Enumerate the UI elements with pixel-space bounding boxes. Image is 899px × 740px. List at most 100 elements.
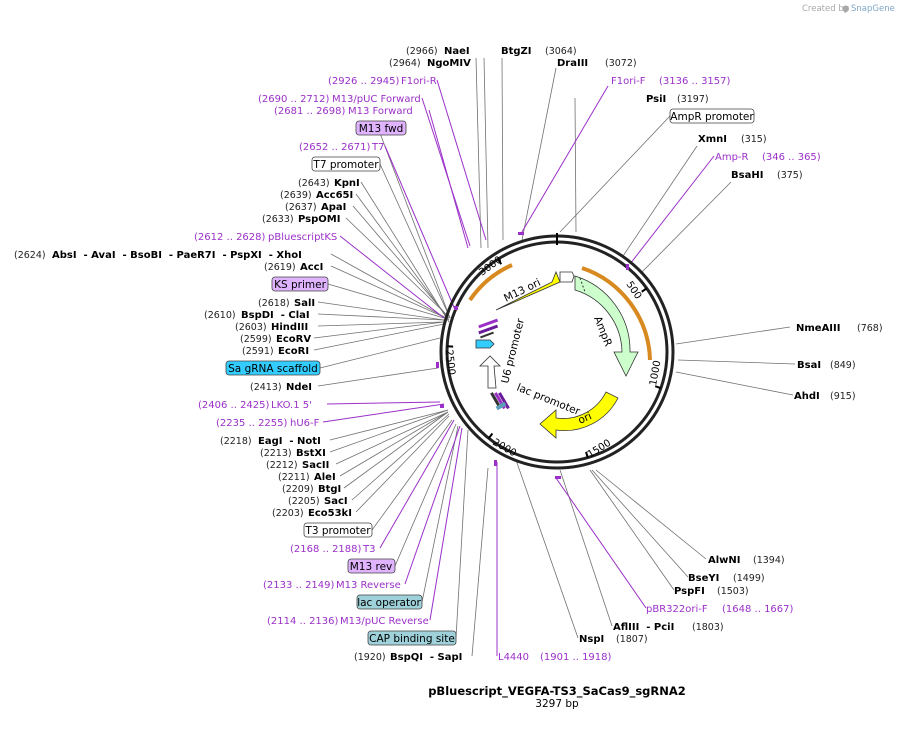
ecorv-pos: (2599) bbox=[240, 334, 272, 345]
watermark-prefix: Created by bbox=[802, 4, 849, 14]
ampr-promoter-box: AmpR promoter bbox=[670, 111, 754, 123]
alei-pos: (2211) bbox=[278, 472, 310, 483]
pspomi-name: PspOMI bbox=[298, 214, 340, 225]
eco53ki-name: Eco53kI bbox=[308, 508, 352, 519]
alwni-pos: (1394) bbox=[753, 555, 785, 566]
ori-label: ori bbox=[576, 410, 593, 427]
absi-group-pos: (2624) bbox=[14, 250, 46, 261]
hindiii-name: HindIII bbox=[271, 322, 308, 333]
t3-range: (2168 .. 2188) bbox=[290, 544, 362, 555]
bseyi-pos: (1499) bbox=[733, 573, 765, 584]
primer-connector-lines bbox=[322, 79, 715, 656]
psii-pos: (3197) bbox=[677, 94, 709, 105]
acc65i-pos: (2639) bbox=[280, 190, 312, 201]
enzyme-labels-left: (2643) KpnI (2639) Acc65I (2637) ApaI (2… bbox=[14, 178, 462, 663]
eco53ki-pos: (2203) bbox=[272, 508, 304, 519]
saci-name: SacI bbox=[324, 496, 348, 507]
nmeaiii-pos: (768) bbox=[857, 323, 883, 334]
tick-mark-2000 bbox=[487, 432, 494, 439]
ampr-label: AmpR bbox=[591, 315, 614, 349]
bseyi-name: BseYI bbox=[688, 573, 719, 584]
m13puc-fwd-range: (2690 .. 2712) bbox=[258, 94, 330, 105]
bspqi-name: BspQI - SapI bbox=[390, 652, 462, 663]
pspfi-name: PspFI bbox=[674, 586, 705, 597]
ring-marks bbox=[436, 232, 629, 479]
t3-promoter-box: T3 promoter bbox=[304, 525, 371, 537]
bsahi-name: BsaHI bbox=[731, 170, 763, 181]
ngomiv-pos: (2964) bbox=[389, 58, 421, 69]
f1ori-f-name: F1ori-F bbox=[611, 76, 646, 87]
draiii-name: DraIII bbox=[557, 58, 588, 69]
bspdi-name: BspDI - ClaI bbox=[241, 310, 310, 321]
btgi-pos: (2209) bbox=[282, 484, 314, 495]
sali-name: SalI bbox=[294, 298, 315, 309]
ecorv-name: EcoRV bbox=[276, 334, 311, 345]
hu6f-name: hU6-F bbox=[290, 418, 320, 429]
bsai-name: BsaI bbox=[797, 360, 821, 371]
xmni-pos: (315) bbox=[741, 134, 767, 145]
naei-name: NaeI bbox=[444, 46, 470, 57]
sacii-name: SacII bbox=[302, 460, 329, 471]
t7-range: (2652 .. 2671) bbox=[299, 142, 371, 153]
enzyme-labels-right: NmeAIII (768) BsaI (849) AhdI (915) AlwN… bbox=[579, 323, 883, 645]
m13-reverse-range: (2133 .. 2149) bbox=[263, 580, 335, 591]
pspomi-pos: (2633) bbox=[262, 214, 294, 225]
ndei-name: NdeI bbox=[286, 382, 312, 393]
orange-arc-ampr bbox=[581, 266, 652, 361]
bspdi-pos: (2610) bbox=[204, 310, 236, 321]
bsahi-pos: (375) bbox=[777, 170, 803, 181]
alei-name: AleI bbox=[314, 472, 336, 483]
ks-primer-box: KS primer bbox=[274, 279, 326, 291]
plasmid-name: pBluescript_VEGFA-TS3_SaCas9_sgRNA2 bbox=[428, 684, 686, 699]
m13-forward-range: (2681 .. 2698) bbox=[274, 106, 346, 117]
alwni-name: AlwNI bbox=[708, 555, 741, 566]
kpni-name: KpnI bbox=[334, 178, 360, 189]
bstxi-pos: (2213) bbox=[260, 448, 292, 459]
apai-pos: (2637) bbox=[285, 202, 317, 213]
l4440-range: (1901 .. 1918) bbox=[540, 652, 612, 663]
amp-r-range: (346 .. 365) bbox=[762, 152, 821, 163]
tick-label-2500: 2500 bbox=[443, 349, 457, 375]
ampr-arrow bbox=[574, 275, 639, 377]
t3-name: T3 bbox=[362, 544, 375, 555]
sacii-pos: (2212) bbox=[266, 460, 298, 471]
acc65i-name: Acc65I bbox=[316, 190, 353, 201]
eagi-pos: (2218) bbox=[220, 436, 252, 447]
enzyme-connector-lines bbox=[313, 57, 796, 657]
m13-reverse-name: M13 Reverse bbox=[336, 580, 401, 591]
ori-arrow bbox=[539, 391, 619, 439]
lac-promoter-label: lac promoter bbox=[515, 382, 582, 419]
m13puc-rev-name: M13/pUC Reverse bbox=[340, 616, 429, 627]
enzyme-labels-top: (2966) NaeI (2964) NgoMIV BtgZI (3064) D… bbox=[389, 46, 803, 181]
m13-forward-name: M13 Forward bbox=[348, 106, 413, 117]
map-ticks bbox=[447, 258, 662, 458]
ngomiv-name: NgoMIV bbox=[427, 58, 471, 69]
nspi-pos: (1807) bbox=[616, 634, 648, 645]
saci-pos: (2205) bbox=[288, 496, 320, 507]
absi-group-name: AbsI - AvaI - BsoBI - PaeR7I - PspXI - X… bbox=[52, 250, 302, 261]
primer-labels: (2926 .. 2945) F1ori-R (2690 .. 2712) M1… bbox=[194, 76, 821, 663]
f1ori-r-range: (2926 .. 2945) bbox=[328, 76, 400, 87]
m13-fwd-box: M13 fwd bbox=[359, 123, 404, 135]
hindiii-pos: (2603) bbox=[235, 322, 267, 333]
nmeaiii-name: NmeAIII bbox=[796, 323, 840, 334]
mcs-cluster-top bbox=[478, 318, 499, 339]
ahdi-name: AhdI bbox=[794, 391, 820, 402]
plasmid-length: 3297 bp bbox=[535, 698, 579, 710]
tick-mark-1500 bbox=[585, 451, 589, 458]
ndei-pos: (2413) bbox=[250, 382, 282, 393]
f1ori-r-name: F1ori-R bbox=[401, 76, 437, 87]
f1ori-f-range: (3136 .. 3157) bbox=[659, 76, 731, 87]
psii-name: PsiI bbox=[646, 94, 666, 105]
eagi-name: EagI - NotI bbox=[258, 436, 321, 447]
lac-operator-box: lac operator bbox=[357, 597, 421, 609]
btgzi-pos: (3064) bbox=[545, 46, 577, 57]
t7-name: T7 bbox=[371, 142, 384, 153]
lko1-name: LKO.1 5' bbox=[271, 400, 312, 411]
u6-promoter-label: U6 promoter bbox=[499, 317, 527, 385]
sa-grna-scaffold-arrow bbox=[475, 339, 495, 349]
kpni-pos: (2643) bbox=[298, 178, 330, 189]
nspi-name: NspI bbox=[579, 634, 604, 645]
bsai-pos: (849) bbox=[830, 360, 856, 371]
